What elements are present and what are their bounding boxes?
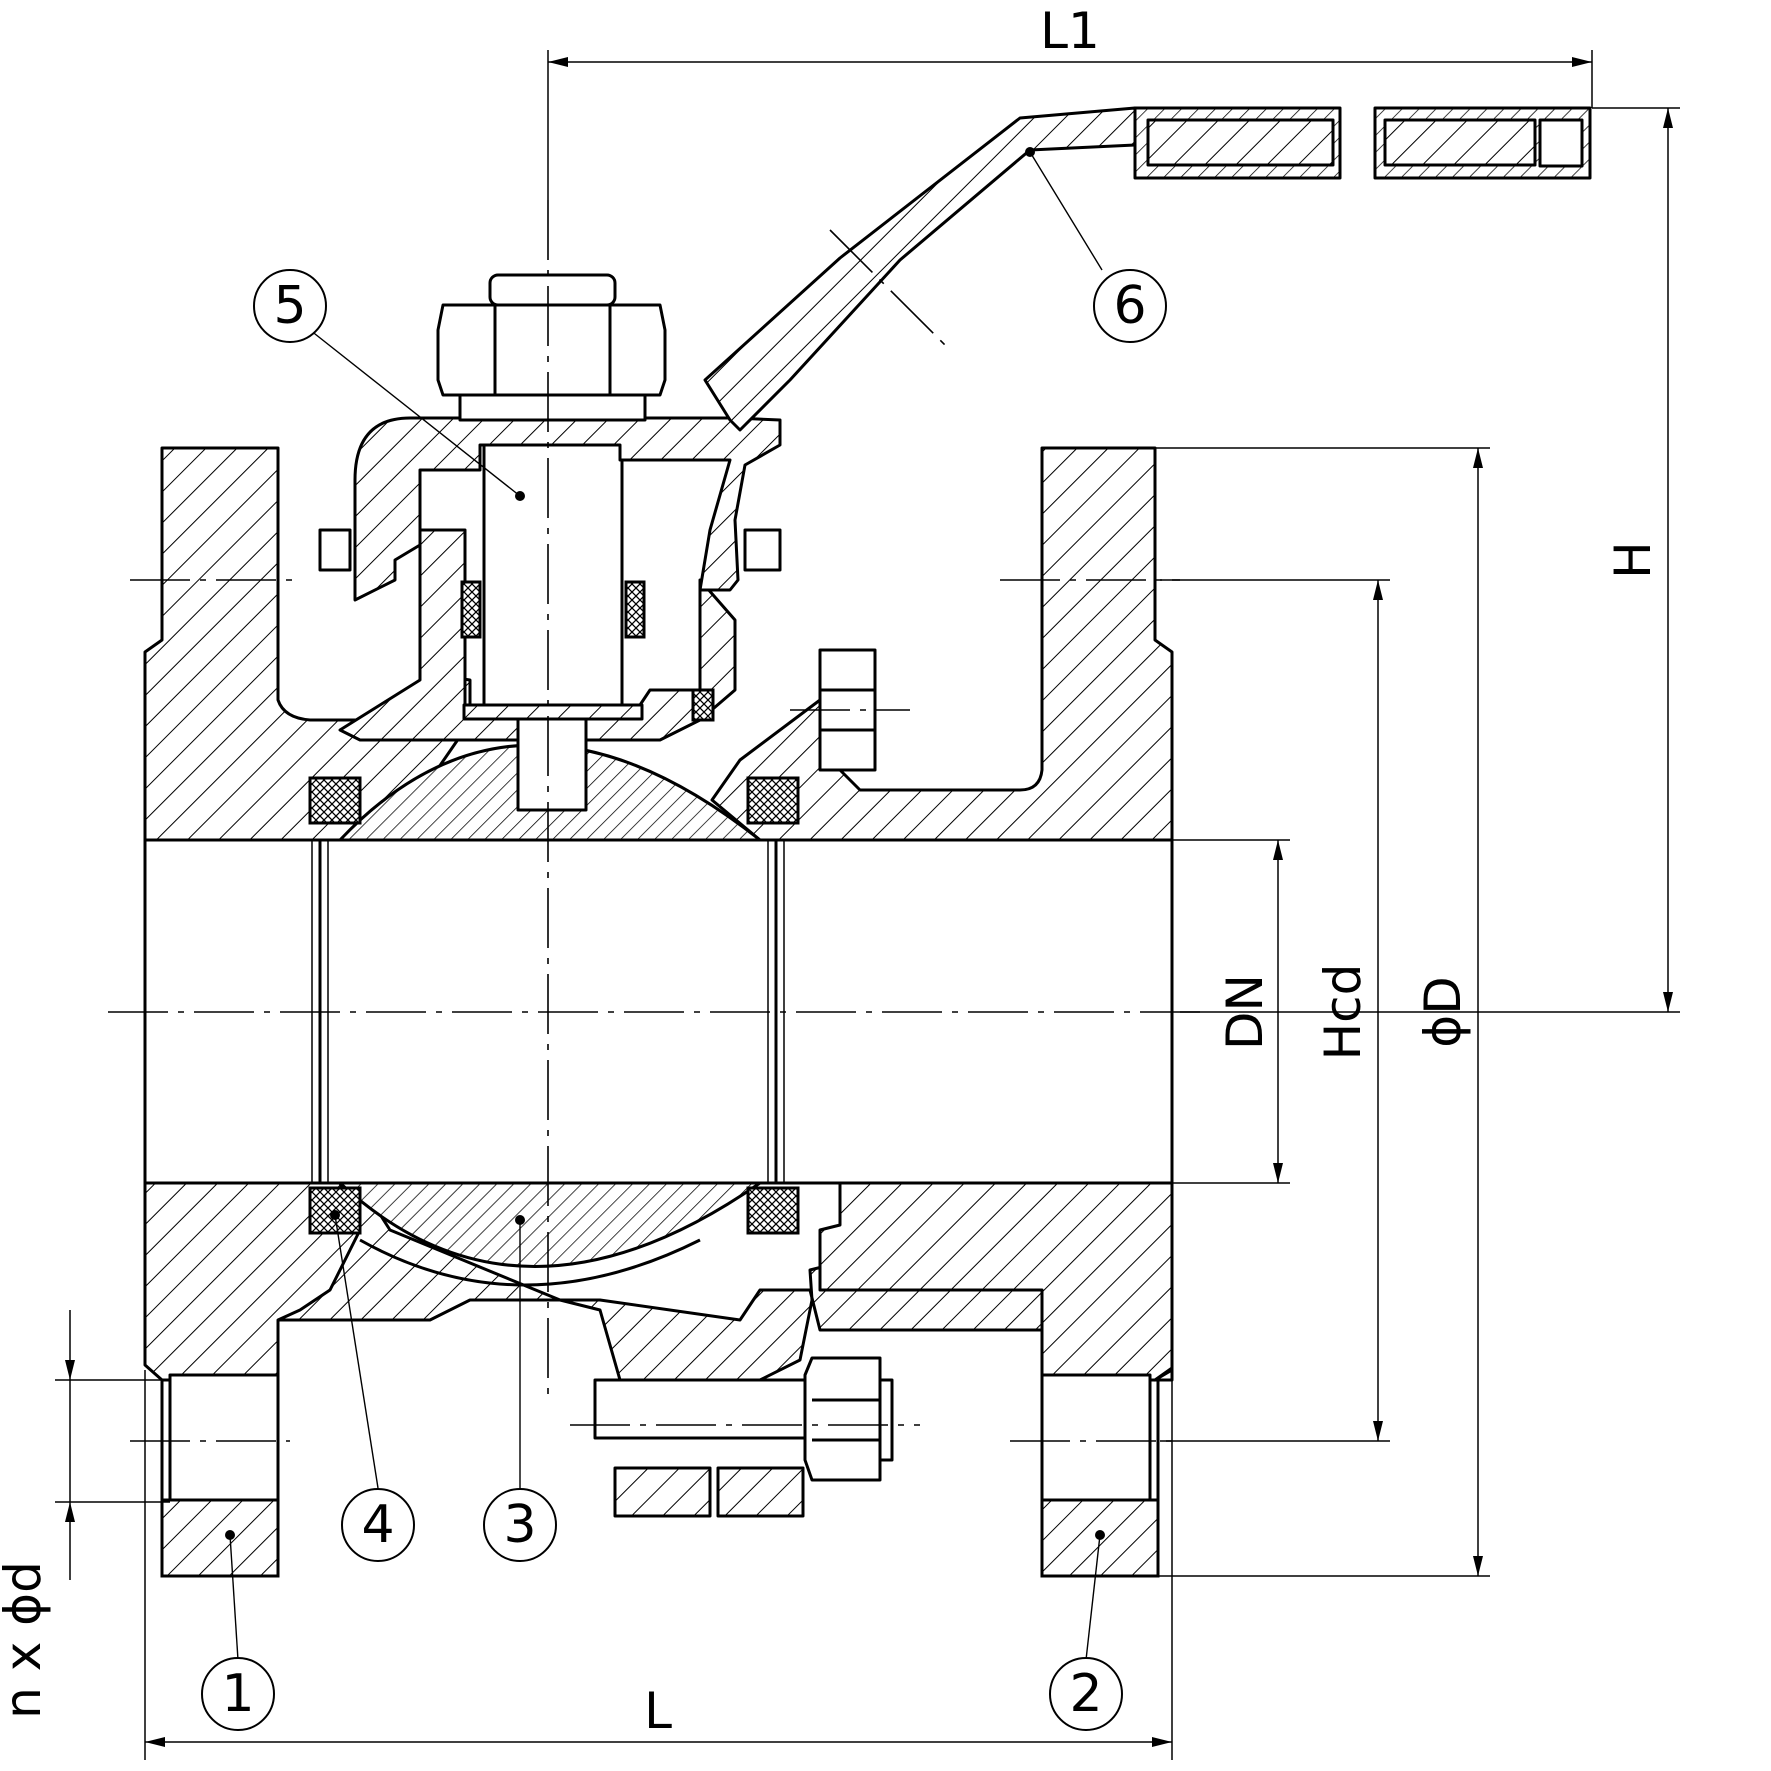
seat-upper-right [746,776,800,825]
stop-pin-right [743,528,782,572]
callout-6-label: 6 [1113,276,1146,336]
dim-D: ϕD [1414,976,1472,1047]
callouts: 1 2 3 4 5 6 [201,147,1167,1731]
dimensions: L1 H ϕD Hcd DN L n x ϕd [0,2,1680,1760]
callout-2-label: 2 [1069,1664,1102,1724]
stop-plate [353,416,782,602]
dim-nxd: n x ϕd [0,1561,52,1719]
stem-nut [436,273,667,422]
centerlines [108,200,1200,1442]
handle-lever [703,106,1137,432]
dim-L1: L1 [1040,2,1100,60]
seat-upper-left [308,776,362,825]
stem [460,418,715,812]
seat-lower-right [746,1186,800,1235]
stem-shaft [482,418,624,707]
dim-L: L [644,1682,672,1740]
callout-6 [1093,269,1167,343]
callout-5 [253,269,327,343]
callout-1-label: 1 [221,1664,254,1724]
callout-4 [341,1488,415,1562]
stop-pin-left [318,528,352,572]
bolt-shank [593,1378,812,1440]
callout-5-label: 5 [273,276,306,336]
handle [703,106,1592,432]
callout-3 [483,1488,557,1562]
left-flange-foot [160,1498,280,1578]
right-flange-lower [818,1181,1174,1382]
stem-tang [516,703,588,812]
thrust-washer [462,703,644,721]
callout-3-label: 3 [503,1495,536,1555]
ball-lower [338,1181,762,1268]
dim-DN: DN [1216,974,1274,1050]
callout-2 [1049,1657,1123,1731]
dim-Hcd: Hcd [1314,964,1372,1061]
dim-H: H [1604,541,1662,579]
callout-4-label: 4 [361,1495,394,1555]
callout-1 [201,1657,275,1731]
bolt-nut [803,1356,882,1482]
